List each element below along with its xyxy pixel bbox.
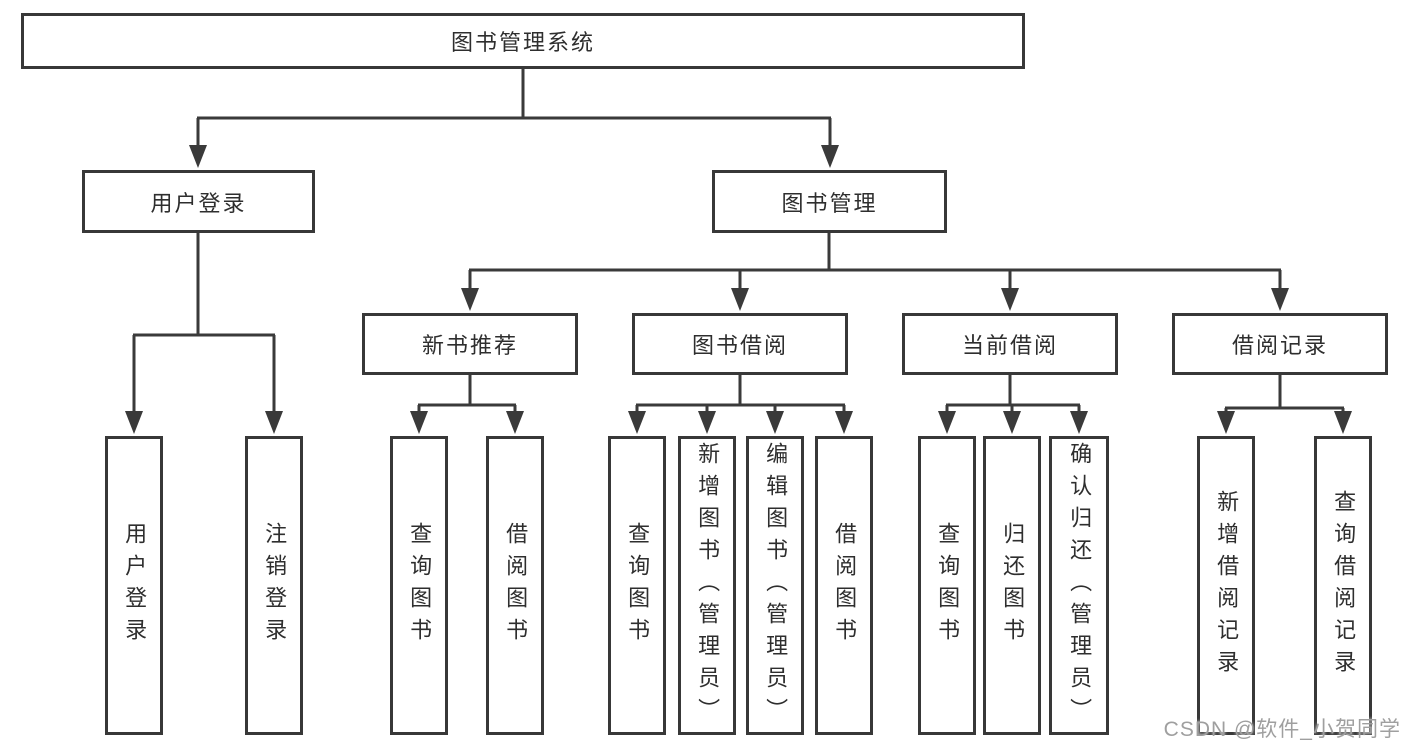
node-label: 当前借阅 — [961, 333, 1058, 358]
node-book-management-branch: 图书管理 — [712, 170, 947, 233]
leaf-label: 借阅图书 — [832, 521, 858, 650]
node-user-login-branch: 用户登录 — [82, 170, 315, 233]
leaf-label: 归还图书 — [1000, 521, 1026, 650]
leaf-label: 新增图书（管理员） — [695, 441, 721, 730]
leaf-borrow-query-books: 查询图书 — [608, 436, 666, 735]
leaf-records-add-record: 新增借阅记录 — [1197, 436, 1255, 735]
leaf-label: 查询图书 — [407, 521, 433, 650]
node-current-borrowing: 当前借阅 — [902, 313, 1118, 375]
leaf-borrow-borrow-books: 借阅图书 — [815, 436, 873, 735]
leaf-current-return-books: 归还图书 — [983, 436, 1041, 735]
leaf-newrec-borrow-books: 借阅图书 — [486, 436, 544, 735]
node-library-management-system: 图书管理系统 — [21, 13, 1025, 69]
leaf-label: 查询图书 — [625, 521, 651, 650]
node-label: 用户登录 — [150, 190, 247, 216]
leaf-newrec-query-books: 查询图书 — [390, 436, 448, 735]
leaf-records-query-record: 查询借阅记录 — [1314, 436, 1372, 735]
node-label: 图书管理系统 — [450, 30, 595, 55]
node-label: 新书推荐 — [421, 333, 518, 358]
node-book-borrowing: 图书借阅 — [632, 313, 848, 375]
leaf-label: 新增借阅记录 — [1214, 489, 1240, 682]
leaf-user-login: 用户登录 — [105, 436, 163, 735]
leaf-current-query-books: 查询图书 — [918, 436, 976, 735]
node-borrowing-records: 借阅记录 — [1172, 313, 1388, 375]
leaf-label: 借阅图书 — [503, 521, 529, 650]
node-label: 借阅记录 — [1231, 333, 1328, 358]
leaf-label: 注销登录 — [262, 521, 288, 650]
leaf-label: 查询借阅记录 — [1331, 489, 1357, 682]
watermark: CSDN @软件_小贺同学 — [1163, 718, 1401, 741]
node-label: 图书管理 — [781, 190, 878, 216]
node-new-book-recommendation: 新书推荐 — [362, 313, 578, 375]
leaf-logout: 注销登录 — [245, 436, 303, 735]
leaf-label: 编辑图书（管理员） — [763, 441, 789, 730]
leaf-borrow-edit-books-admin: 编辑图书（管理员） — [746, 436, 804, 735]
node-label: 图书借阅 — [691, 333, 788, 358]
leaf-label: 查询图书 — [935, 521, 961, 650]
leaf-borrow-add-books-admin: 新增图书（管理员） — [678, 436, 736, 735]
leaf-label: 确认归还（管理员） — [1067, 441, 1093, 730]
leaf-current-confirm-return-admin: 确认归还（管理员） — [1049, 436, 1109, 735]
leaf-label: 用户登录 — [122, 521, 148, 650]
